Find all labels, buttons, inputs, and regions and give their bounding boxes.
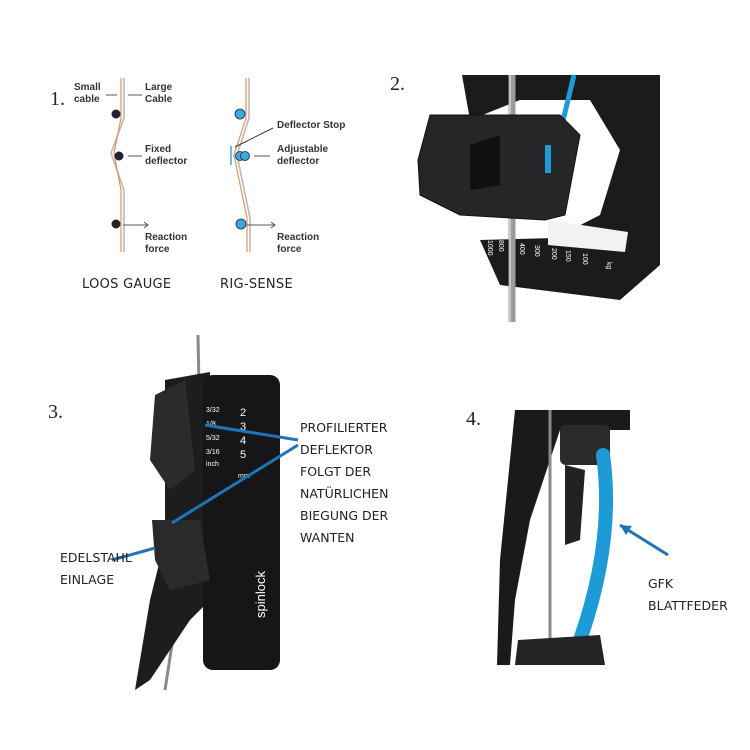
mm-mark: 2 xyxy=(240,407,246,419)
loos-lower-support xyxy=(111,219,121,229)
brand-logo-spinlock: spinlock xyxy=(253,571,268,618)
label-small-cable-2: cable xyxy=(74,94,100,105)
callout-line: NATÜRLICHEN xyxy=(300,485,388,501)
panel-1-diagram: 1. Small cable Large Cable Fixed deflect… xyxy=(50,78,345,292)
label-fixed-deflector-1: Fixed xyxy=(145,144,171,155)
loos-upper-support xyxy=(111,109,121,119)
mm-mark: 4 xyxy=(240,435,246,447)
callout-arrow-deflector-2 xyxy=(171,443,299,525)
stainless-insert xyxy=(152,520,210,590)
blue-indicator xyxy=(545,145,551,173)
label-loos-reaction-2: force xyxy=(145,244,170,255)
callout-line: GFK xyxy=(648,576,674,591)
mm-mark: 5 xyxy=(240,449,246,461)
arrow-head-icon xyxy=(620,525,632,535)
inch-mark: 3/16 xyxy=(206,449,220,456)
tension-scale-strip xyxy=(548,220,628,252)
label-adjustable-deflector-1: Adjustable xyxy=(277,144,329,155)
scale-label: 1000 xyxy=(486,240,493,256)
scale-label: 100 xyxy=(581,253,588,265)
loos-large-cable xyxy=(110,78,125,252)
arrow-head-icon xyxy=(270,221,276,229)
callout-line: BIEGUNG DER xyxy=(300,508,389,523)
scale-labels: 1000 800 400 300 200 150 100 kg xyxy=(486,240,612,270)
panel-3-photo: 3. 3/32 1/8 5/32 3/16 inch mm 2 3 4 5 sp… xyxy=(48,334,389,691)
label-fixed-deflector-2: deflector xyxy=(145,156,187,167)
scale-label: 200 xyxy=(550,248,557,260)
panel-2-photo: 2. 1000 800 400 300 200 150 100 kg xyxy=(390,73,660,322)
inch-unit: inch xyxy=(206,461,219,468)
callout-line: PROFILIERTER xyxy=(300,420,388,435)
loos-fixed-deflector xyxy=(114,151,124,161)
callout-line: FOLGT DER xyxy=(300,464,371,479)
callout-line: WANTEN xyxy=(300,530,354,545)
label-rigsense-reaction-1: Reaction xyxy=(277,232,319,243)
label-adjustable-deflector-2: deflector xyxy=(277,156,319,167)
panel-number-4: 4. xyxy=(466,408,481,430)
deflector-stop-pointer xyxy=(234,127,274,148)
rigsense-upper-support xyxy=(234,108,246,120)
rigsense-adjustable-deflector-2 xyxy=(240,151,250,161)
scale-unit: kg xyxy=(605,262,612,270)
label-deflector-stop: Deflector Stop xyxy=(277,120,345,131)
grip xyxy=(565,465,585,545)
profiled-deflector xyxy=(150,380,195,490)
panel-number-3: 3. xyxy=(48,401,63,423)
panel-number-2: 2. xyxy=(390,73,405,95)
callout-line: EDELSTAHL xyxy=(60,550,132,565)
label-small-cable-1: Small xyxy=(74,82,101,93)
rigsense-small-cable xyxy=(233,78,248,252)
panel-4-photo: 4. GFK BLATTFEDER xyxy=(466,408,728,665)
callout-line: BLATTFEDER xyxy=(648,598,728,613)
label-loos-reaction-1: Reaction xyxy=(145,232,187,243)
scale-label: 400 xyxy=(518,243,525,255)
mm-mark: 3 xyxy=(240,421,246,433)
fiberglass-leaf-spring xyxy=(573,448,614,647)
device-body xyxy=(203,375,280,670)
device-frame xyxy=(497,410,630,665)
callout-line: EINLAGE xyxy=(60,572,114,587)
callout-profiled-deflector: PROFILIERTER DEFLEKTOR FOLGT DER NATÜRLI… xyxy=(300,420,389,545)
label-large-cable-1: Large xyxy=(145,82,173,93)
rigsense-lower-support xyxy=(235,218,247,230)
scale-label: 300 xyxy=(533,245,540,257)
label-large-cable-2: Cable xyxy=(145,94,173,105)
scale-label: 800 xyxy=(497,240,504,252)
mm-unit: mm xyxy=(238,473,250,480)
inch-mark: 3/32 xyxy=(206,407,220,414)
label-rigsense-reaction-2: force xyxy=(277,244,302,255)
deflector-window xyxy=(470,135,500,190)
callout-line: DEFLEKTOR xyxy=(300,442,373,457)
loos-gauge-title: LOOS GAUGE xyxy=(82,277,171,292)
callout-stainless-insert: EDELSTAHL EINLAGE xyxy=(60,550,132,587)
scale-label: 150 xyxy=(564,250,571,262)
rigsense-title: RIG-SENSE xyxy=(220,277,293,292)
callout-arrow-deflector xyxy=(204,423,299,442)
loos-small-cable xyxy=(113,78,122,252)
inch-mark: 5/32 xyxy=(206,435,220,442)
lower-clamp xyxy=(515,635,605,665)
arrow-head-icon xyxy=(143,221,149,229)
callout-arrow-insert xyxy=(111,546,156,562)
panel-number-1: 1. xyxy=(50,88,65,110)
